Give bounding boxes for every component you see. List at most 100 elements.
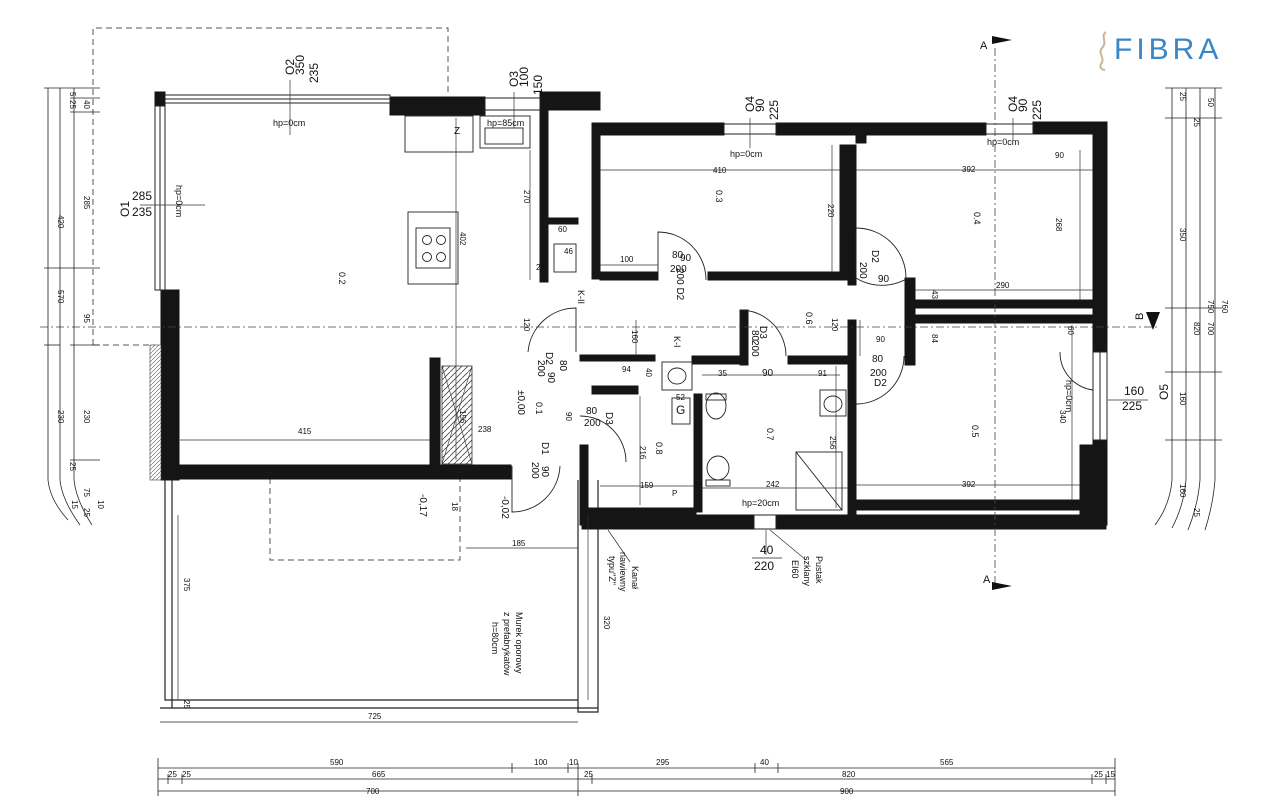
dim-375: 375	[182, 578, 191, 592]
window-callout-o3: O3 100 150	[507, 67, 545, 95]
bottom-dimension-chains	[157, 721, 1116, 796]
dim-230-outer: 230	[56, 410, 65, 424]
brand-logo: FIBRA	[1094, 28, 1222, 72]
label-g: G	[676, 403, 685, 417]
annotation-line: h=80cm	[490, 622, 500, 654]
window-callout-o4-left: O4 90 225	[743, 96, 781, 120]
door-height: 200	[584, 418, 601, 429]
dim-5: 5	[68, 92, 77, 97]
dim-402: 402	[458, 232, 467, 246]
level-minus-017: -0,17	[417, 494, 428, 517]
terrace-outline	[92, 27, 461, 561]
bath-fixtures	[661, 361, 847, 511]
dim-94: 94	[622, 365, 631, 374]
dim-52: 52	[676, 393, 685, 402]
window-height: 225	[767, 100, 781, 120]
level-minus-002: -0,02	[499, 496, 510, 519]
annotation-kanal: Kanał nawiewny typu"Z"	[607, 552, 640, 592]
dim-25-r1: 25	[1178, 92, 1187, 101]
dim-90-d2: 90	[564, 412, 573, 421]
door-height: 200	[857, 262, 868, 279]
dim-160-b: 160	[1178, 484, 1187, 498]
sill-height-o2: hp=0cm	[273, 118, 305, 128]
window-height: 235	[132, 205, 152, 219]
dim-40: 40	[82, 100, 91, 109]
window-height: 235	[307, 63, 321, 83]
dim-15: 15	[1106, 770, 1115, 779]
dim-420: 420	[56, 215, 65, 229]
room-labels: 0.1 0.2 0.3 0.4 0.5 0.6 0.7 0.8	[337, 190, 982, 455]
dim-290: 290	[996, 281, 1010, 290]
dim-185: 185	[512, 539, 526, 548]
bottom-dimension-text: 590 100 10 295 40 565 25 25 665 25 820 2…	[168, 712, 1115, 796]
window-callout-o4-right: O4 90 225	[1006, 96, 1044, 120]
annotation-line: Kanał	[630, 566, 640, 589]
dim-95: 95	[82, 314, 91, 323]
window-code: O3	[507, 71, 521, 87]
dim-15: 15	[70, 500, 79, 509]
right-dimension-chains	[1154, 87, 1222, 531]
annotation-line: typu"Z"	[607, 556, 617, 585]
annotation-line: Pustak	[814, 556, 824, 584]
retaining-wall	[160, 480, 599, 713]
room-label-0-5: 0.5	[970, 425, 980, 438]
dim-410: 410	[713, 166, 727, 175]
dim-25c: 25	[584, 770, 593, 779]
dim-25b: 25	[182, 770, 191, 779]
dim-340: 340	[1058, 410, 1067, 424]
window-callout-o5: 160 225 O5	[1122, 384, 1171, 413]
door-width: 90	[680, 253, 692, 264]
window-callout-o1: O1 285 235	[118, 189, 152, 219]
dim-90-hall: 90	[876, 335, 885, 344]
door-code: D1	[539, 442, 550, 455]
dim-60-r: 60	[1066, 326, 1075, 335]
dim-75: 75	[82, 488, 91, 497]
annotation-line: szklany	[802, 556, 812, 587]
dim-750: 750	[1206, 300, 1215, 314]
dim-156: 156	[458, 410, 467, 424]
dim-100: 100	[620, 255, 634, 264]
room-label-0-7: 0.7	[765, 428, 775, 441]
dim-90-top: 90	[1055, 151, 1064, 160]
dim-760: 760	[1220, 300, 1229, 314]
dim-84: 84	[930, 334, 939, 343]
label-k1: K-I	[672, 336, 682, 348]
dim-320: 320	[602, 616, 611, 630]
fixture-labels: K-II K-I G Z P	[454, 126, 685, 498]
interior-dimension-lines	[177, 118, 1093, 700]
dim-392-top: 392	[962, 165, 976, 174]
level-marks: ±0,00 -0,17 -0,02	[417, 390, 526, 519]
door-width: 90	[762, 368, 774, 379]
room-label-0-1: 0.1	[534, 402, 544, 415]
door-width: 80	[672, 250, 684, 261]
door-height: 200	[535, 360, 546, 377]
dim-700: 700	[366, 787, 380, 796]
sill-height-o4-left: hp=0cm	[730, 149, 762, 159]
dim-268: 268	[1054, 218, 1063, 232]
glass-block-strip	[149, 344, 162, 481]
dim-25d: 25	[1094, 770, 1103, 779]
dim-120-b: 120	[830, 318, 839, 332]
dim-25-mid: 25	[68, 462, 77, 471]
window-height: 150	[531, 75, 545, 95]
annotation-line: EI60	[790, 560, 800, 579]
dim-50: 50	[1206, 98, 1215, 107]
dim-392-bottom: 392	[962, 480, 976, 489]
dim-216: 216	[638, 446, 647, 460]
window-code: O5	[1157, 384, 1171, 400]
dim-25-top: 25	[68, 100, 77, 109]
dim-120-a: 120	[522, 318, 531, 332]
dim-270: 270	[522, 190, 531, 204]
room-label-0-6: 0.6	[804, 312, 814, 325]
door-width: 80	[872, 354, 884, 365]
section-marker-b: B	[1134, 313, 1146, 320]
window-width: 350	[293, 55, 307, 75]
dim-10: 10	[96, 500, 105, 509]
door-height: 200	[529, 462, 540, 479]
room-label-0-4: 0.4	[972, 212, 982, 225]
annotation-line: nawiewny	[618, 552, 628, 592]
sill-height-o5: hp=0cm	[1064, 380, 1074, 412]
kitchen-equipment	[404, 115, 577, 285]
dim-565: 565	[940, 758, 954, 767]
